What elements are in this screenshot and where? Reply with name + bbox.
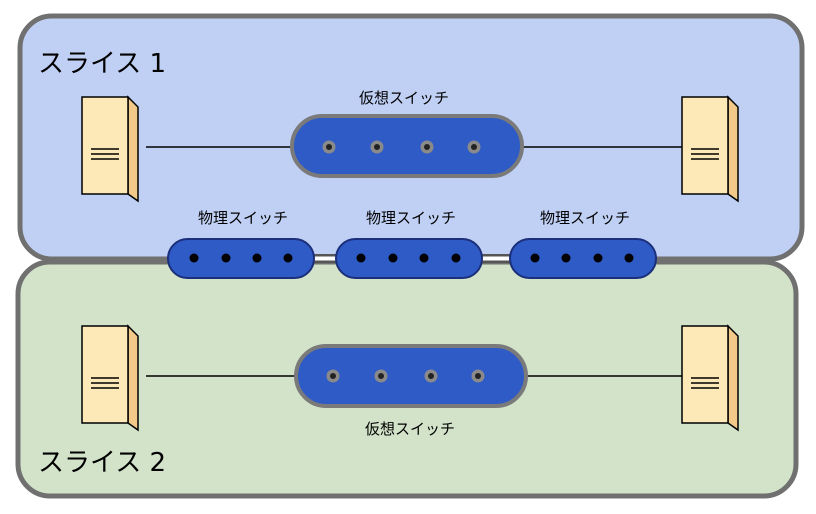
virtual-switch-port [420,140,434,154]
virtual-switch-1-label: 仮想スイッチ [359,89,449,107]
physical-switch-2 [335,238,483,279]
physical-link-1 [312,254,342,263]
slice-1-title: スライス 1 [38,49,166,79]
physical-switch-3-label: 物理スイッチ [540,209,630,227]
virtual-switch-port [374,369,388,383]
physical-switch-1-label: 物理スイッチ [198,209,288,227]
virtual-switch-port [424,369,438,383]
virtual-switch-2 [294,344,528,408]
physical-link-2 [480,254,514,263]
virtual-switch-port [471,369,485,383]
server-icon [81,324,139,432]
server-icon [681,95,739,203]
slice-2-title: スライス 2 [38,448,166,478]
physical-switch-1 [167,238,315,279]
virtual-switch-1 [290,114,524,178]
virtual-switch-port [326,369,340,383]
physical-switch-2-label: 物理スイッチ [366,209,456,227]
server-icon [681,324,739,432]
virtual-switch-2-label: 仮想スイッチ [365,420,455,438]
virtual-switch-port [467,140,481,154]
physical-switch-3 [509,238,657,279]
server-icon [81,95,139,203]
virtual-switch-port [322,140,336,154]
virtual-switch-port [370,140,384,154]
